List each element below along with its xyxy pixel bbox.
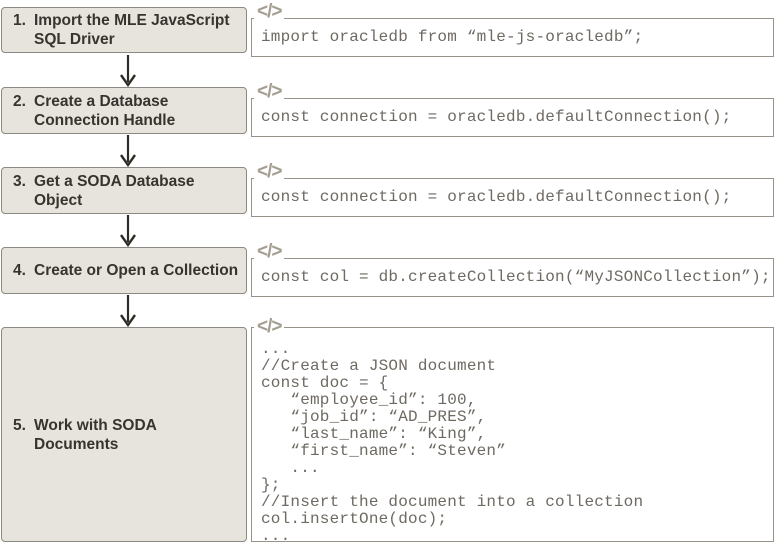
flow-arrow-2 [120, 135, 136, 167]
step-number: 4. [13, 262, 26, 279]
step-label: Get a SODA Database Object [34, 172, 195, 209]
code-snippet-3: const connection = oracledb.defaultConne… [261, 188, 732, 206]
code-box-3: </> const connection = oracledb.defaultC… [251, 162, 774, 217]
code-box-4: </> const col = db.createCollection(“MyJ… [251, 242, 774, 297]
step-title-1: 1. Import the MLE JavaScript SQL Driver [13, 11, 230, 49]
step-title-2: 2. Create a Database Connection Handle [13, 92, 175, 130]
step-number: 3. [13, 172, 26, 190]
flow-arrow-4 [120, 295, 136, 327]
step-box-5: 5. Work with SODA Documents [1, 327, 247, 542]
step-label: Create or Open a Collection [34, 262, 239, 279]
code-box-1: </> import oracledb from “mle-js-oracled… [251, 2, 774, 57]
step-title-5: 5. Work with SODA Documents [13, 416, 157, 454]
step-title-3: 3. Get a SODA Database Object [13, 172, 195, 210]
step-number: 2. [13, 92, 26, 110]
step-box-3: 3. Get a SODA Database Object [1, 167, 247, 214]
code-snippet-1: import oracledb from “mle-js-oracledb”; [261, 28, 644, 46]
code-box-5: </> ... //Create a JSON document const d… [251, 317, 774, 544]
step-label: Work with SODA Documents [34, 416, 157, 453]
step-label: Import the MLE JavaScript SQL Driver [34, 12, 230, 48]
flow-arrow-1 [120, 55, 136, 87]
code-icon: </> [254, 162, 285, 181]
step-label: Create a Database Connection Handle [34, 92, 176, 129]
step-box-2: 2. Create a Database Connection Handle [1, 87, 247, 134]
code-icon: </> [254, 242, 285, 261]
flow-arrow-3 [120, 215, 136, 247]
step-title-4: 4. Create or Open a Collection [13, 261, 238, 280]
code-icon: </> [254, 82, 285, 101]
code-box-2: </> const connection = oracledb.defaultC… [251, 82, 774, 137]
code-snippet-2: const connection = oracledb.defaultConne… [261, 108, 732, 126]
step-box-4: 4. Create or Open a Collection [1, 247, 247, 294]
code-snippet-5: ... //Create a JSON document const doc =… [261, 340, 644, 544]
step-number: 5. [13, 416, 26, 434]
step-box-1: 1. Import the MLE JavaScript SQL Driver [1, 7, 247, 53]
code-icon: </> [254, 2, 285, 21]
code-icon: </> [254, 317, 285, 336]
step-number: 1. [13, 12, 26, 29]
code-snippet-4: const col = db.createCollection(“MyJSONC… [261, 268, 771, 286]
